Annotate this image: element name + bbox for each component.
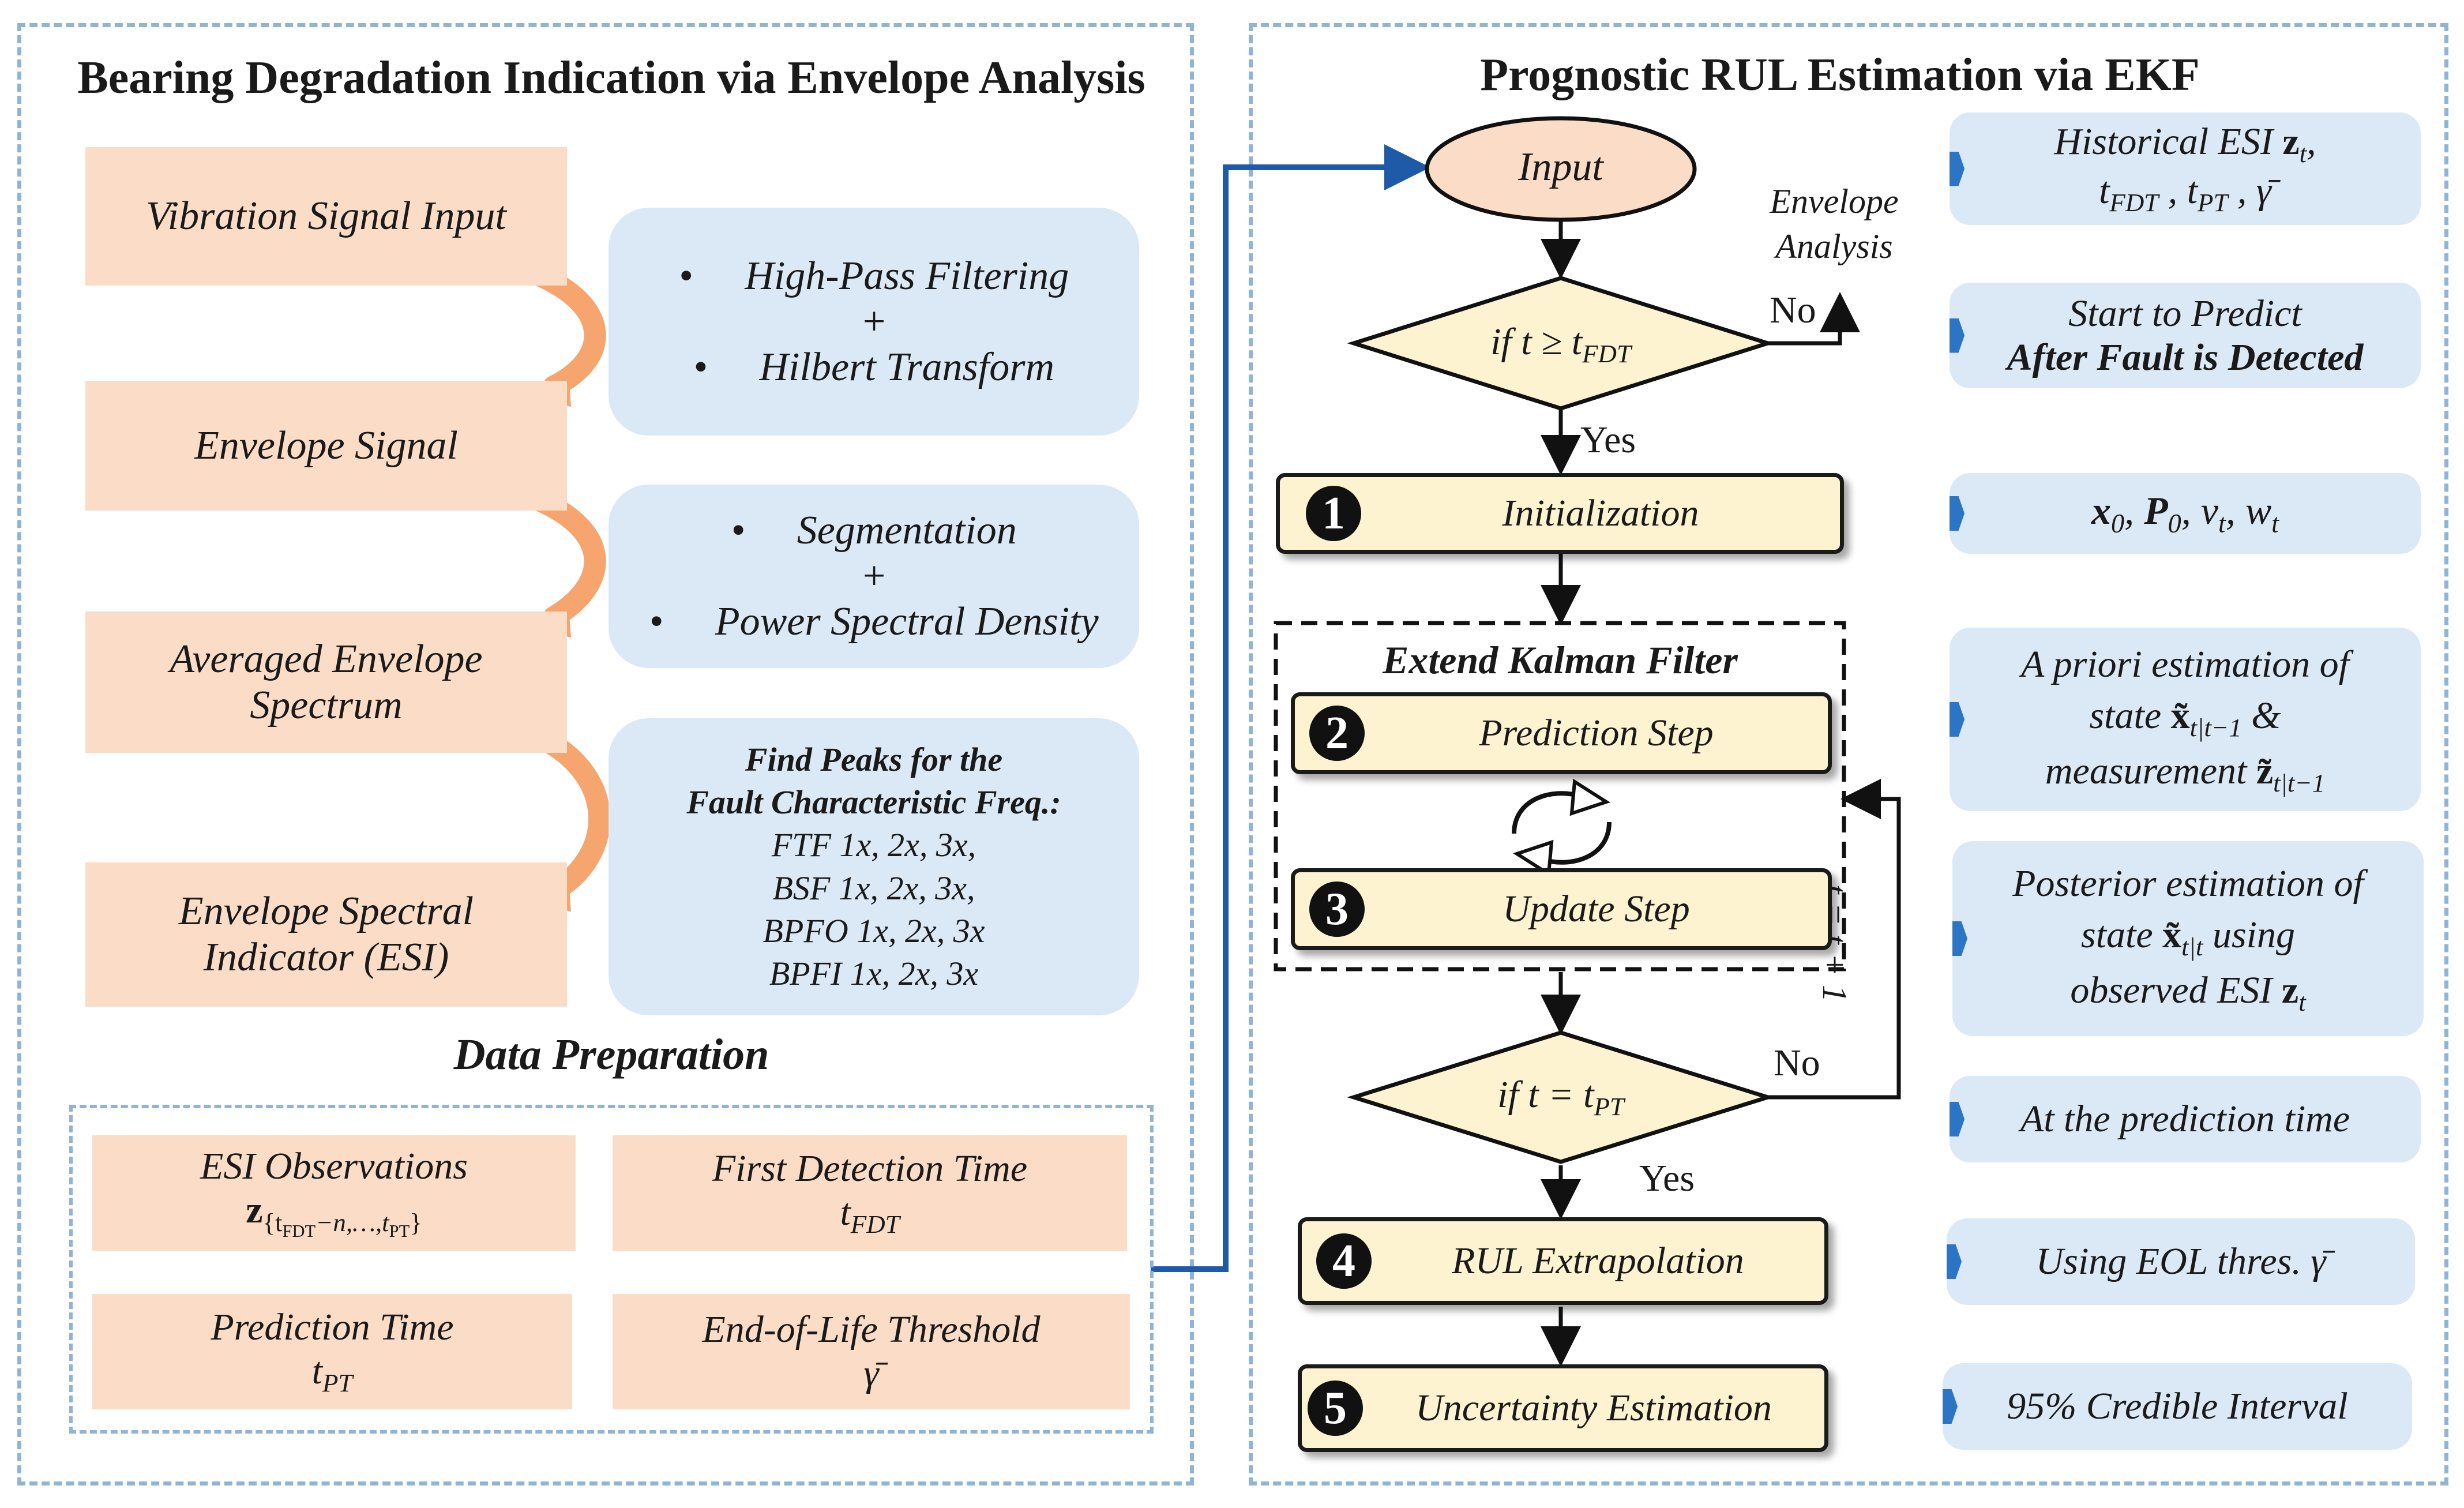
step-number-2: 2: [1309, 706, 1365, 761]
input-oval: [1425, 116, 1697, 222]
decision-fdt-label: if t ≥ tFDT: [1490, 321, 1631, 369]
step-4-rul-extrapolation: 4 RUL Extrapolation: [1298, 1217, 1828, 1305]
data-prep-box: [69, 1105, 1154, 1434]
step-3-update: 3 Update Step: [1291, 868, 1832, 950]
end-of-life-threshold-box: End-of-Life Threshold γ̄: [613, 1294, 1130, 1409]
note-marker-icon: [1950, 318, 1965, 353]
blue-connector-line: [1151, 144, 1430, 1272]
left-title: Bearing Degradation Indication via Envel…: [77, 52, 1145, 103]
process-find-peaks: Find Peaks for the Fault Characteristic …: [609, 718, 1139, 1015]
note-init-params: x0, P0, vt, wt: [1950, 473, 2421, 554]
right-panel: [1249, 23, 2448, 1486]
step-envelope-spectral-indicator: Envelope Spectral Indicator (ESI): [85, 862, 567, 1007]
note-start-to-predict: Start to Predict After Fault is Detected: [1950, 283, 2421, 388]
no-label-2: No: [1774, 1042, 1820, 1084]
decision-diamond-fdt: [1347, 276, 1775, 411]
step-number-4: 4: [1316, 1233, 1372, 1289]
note-marker-icon: [1950, 496, 1965, 531]
note-marker-icon: [1950, 702, 1965, 737]
data-prep-title: Data Preparation: [453, 1030, 769, 1079]
process-high-pass-hilbert: •High-Pass Filtering + •Hilbert Transfor…: [609, 208, 1139, 436]
yes-label-1: Yes: [1580, 419, 1636, 461]
step-number-1: 1: [1306, 486, 1361, 541]
process-segmentation-psd: •Segmentation + •Power Spectral Density: [609, 485, 1139, 668]
decision-pt-label: if t = tPT: [1497, 1074, 1624, 1121]
cycle-icon: [1512, 791, 1612, 865]
yes-label-2: Yes: [1639, 1157, 1695, 1199]
step-number-5: 5: [1308, 1381, 1363, 1436]
note-posterior-estimation: Posterior estimation of state x̃t|t usin…: [1952, 841, 2424, 1036]
prediction-time-box: Prediction Time tPT: [92, 1294, 572, 1409]
decision-diamond-pt: [1347, 1030, 1775, 1164]
step-2-prediction: 2 Prediction Step: [1291, 692, 1832, 774]
step-averaged-envelope-spectrum: Averaged Envelope Spectrum: [85, 612, 567, 753]
step-vibration-signal-input: Vibration Signal Input: [85, 147, 567, 286]
step-5-uncertainty-estimation: 5 Uncertainty Estimation: [1298, 1364, 1828, 1452]
note-marker-icon: [1950, 1102, 1965, 1136]
note-prediction-time: At the prediction time: [1950, 1076, 2421, 1162]
note-marker-icon: [1950, 151, 1965, 186]
ekf-title: Extend Kalman Filter: [1383, 638, 1738, 682]
envelope-analysis-label: Envelope Analysis: [1770, 182, 1899, 265]
input-label: Input: [1518, 145, 1603, 189]
step-number-3: 3: [1309, 881, 1365, 937]
no-label-1: No: [1770, 289, 1816, 331]
esi-observations-box: ESI Observations z{tFDT−n,…,tPT}: [92, 1135, 576, 1251]
note-historical-esi: Historical ESI zt, tFDT , tPT , γ̄: [1950, 112, 2421, 225]
note-marker-icon: [1952, 921, 1967, 956]
step-1-initialization: 1 Initialization: [1276, 473, 1844, 554]
note-marker-icon: [1943, 1389, 1958, 1424]
orange-curve-arrows: [525, 263, 611, 902]
note-credible-interval: 95% Credible Interval: [1943, 1363, 2412, 1450]
note-marker-icon: [1947, 1244, 1962, 1279]
step-envelope-signal: Envelope Signal: [85, 381, 567, 511]
note-eol-threshold: Using EOL thres. γ̄: [1947, 1218, 2415, 1305]
left-panel: [17, 23, 1194, 1486]
right-title: Prognostic RUL Estimation via EKF: [1480, 50, 2200, 100]
ekf-dashed-box: [1274, 621, 1846, 971]
note-a-priori-estimation: A priori estimation of state x̃t|t−1 & m…: [1950, 628, 2421, 811]
first-detection-time-box: First Detection Time tFDT: [613, 1135, 1127, 1251]
